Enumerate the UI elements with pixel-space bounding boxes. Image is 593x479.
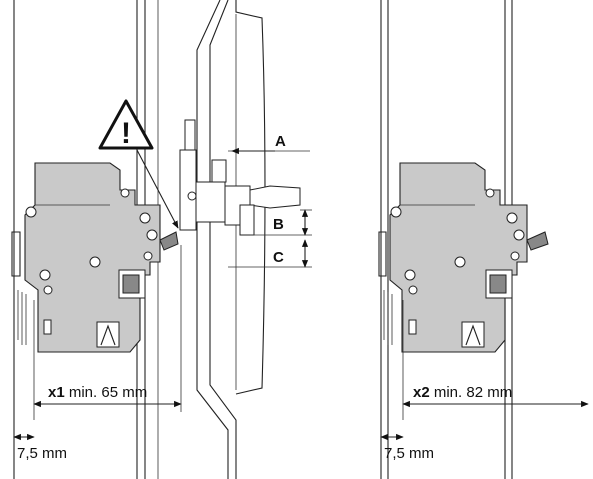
left-screw-5 <box>120 188 130 198</box>
warning-symbol: ! <box>121 117 131 150</box>
warning-pointer <box>136 149 179 229</box>
left-assembly: x1 min. 65 mm 7,5 mm ! <box>11 0 182 479</box>
x2-dimension-label: x2 min. 82 mm <box>413 384 512 401</box>
left-lock-body <box>24 162 179 353</box>
left-lock-bolt-tip <box>159 231 179 251</box>
label-c: C <box>273 249 284 266</box>
left-lock-tab <box>43 319 52 335</box>
right-screw-2 <box>404 269 416 281</box>
left-lock-latch <box>122 274 140 294</box>
right-spring-lines <box>383 290 393 345</box>
keeper-block <box>195 181 226 223</box>
right-screw-6 <box>506 212 518 224</box>
x1-dimension-label: x1 min. 65 mm <box>48 384 147 401</box>
dimension-b: B <box>250 209 312 236</box>
right-lock-bolt-tip <box>526 231 549 251</box>
right-screw-8 <box>510 251 520 261</box>
bolt <box>249 185 301 209</box>
dimension-c: C <box>228 239 312 268</box>
keeper-lug <box>211 159 227 183</box>
left-spring-lines <box>17 290 27 345</box>
left-screw-2 <box>39 269 51 281</box>
label-b: B <box>273 216 284 233</box>
door-profile-outer <box>196 0 229 479</box>
right-lock-tab <box>408 319 417 335</box>
right-screw-4 <box>454 256 466 268</box>
left-screw-1 <box>25 206 37 218</box>
label-a: A <box>275 133 286 150</box>
offset-left-label: 7,5 mm <box>17 445 67 462</box>
right-screw-5 <box>485 188 495 198</box>
left-screw-4 <box>89 256 101 268</box>
right-screw-1 <box>390 206 402 218</box>
right-screw-7 <box>513 229 525 241</box>
right-assembly: x2 min. 82 mm 7,5 mm <box>378 0 589 479</box>
warning-triangle-icon: ! <box>98 99 154 150</box>
left-screw-8 <box>143 251 153 261</box>
keeper-plate-top <box>184 119 196 153</box>
left-screw-6 <box>139 212 151 224</box>
keeper-screw <box>187 191 197 201</box>
bolt-base <box>239 204 255 236</box>
left-mount-bracket <box>11 231 21 277</box>
right-lock-latch <box>489 274 507 294</box>
offset-right-label: 7,5 mm <box>384 445 434 462</box>
right-mount-bracket <box>378 231 387 277</box>
left-screw-7 <box>146 229 158 241</box>
dimension-a: A <box>228 133 310 155</box>
keeper-plate <box>179 149 197 231</box>
right-screw-3 <box>408 285 418 295</box>
door-profile-inner <box>209 0 237 479</box>
door-panel <box>235 0 266 395</box>
door-section <box>179 0 301 479</box>
right-lock-body <box>389 162 549 353</box>
left-screw-3 <box>43 285 53 295</box>
